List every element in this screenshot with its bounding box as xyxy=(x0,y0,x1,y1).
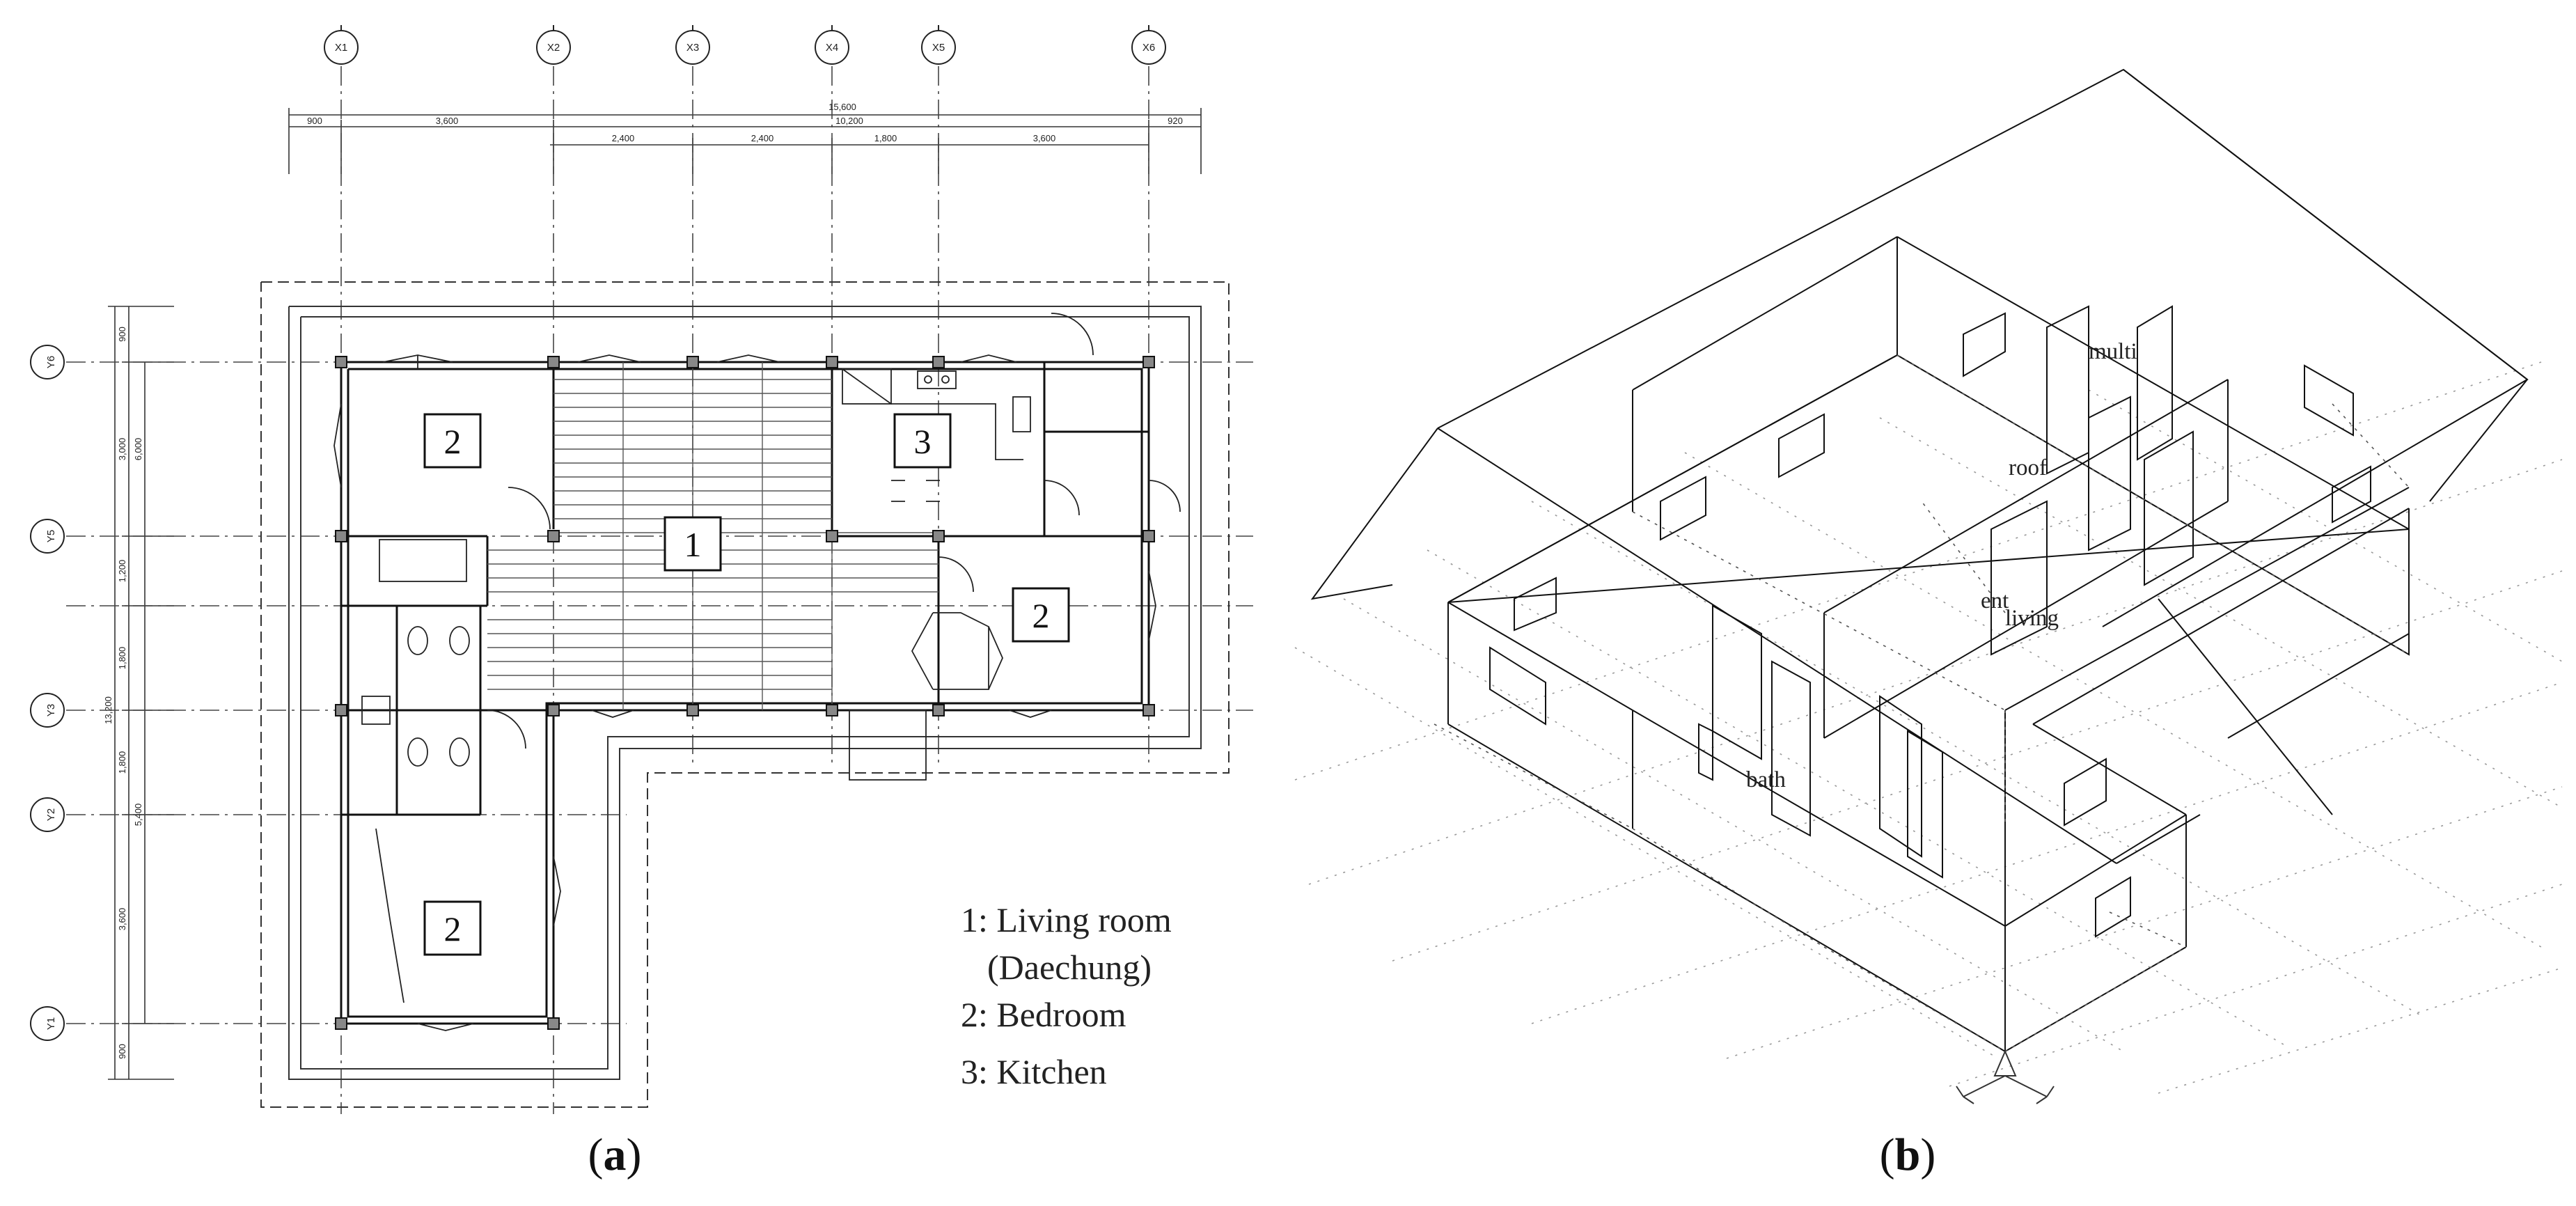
dim-top-total: 15,600 xyxy=(828,102,856,112)
room-number-bedroom-2: 2 xyxy=(1032,596,1050,635)
caption-b: (b) xyxy=(1880,1129,1936,1180)
grid-label-y2: Y2 xyxy=(45,808,57,821)
dim-top-2400b: 2,400 xyxy=(751,133,774,143)
legend-living-room: 1: Living room xyxy=(961,900,1172,939)
grid-label-y5: Y5 xyxy=(45,530,57,542)
label-living: living xyxy=(2005,606,2059,631)
dim-left-1800b: 1,800 xyxy=(117,751,127,774)
grid-label-x5: X5 xyxy=(932,42,945,54)
dim-left-900b: 900 xyxy=(117,1044,127,1059)
grid-label-x4: X4 xyxy=(826,42,838,54)
left-dimension-lines xyxy=(108,306,174,1080)
room-number-living-room: 1 xyxy=(684,525,702,564)
dim-top-920: 920 xyxy=(1168,116,1183,126)
dim-top-1800: 1,800 xyxy=(874,133,897,143)
dim-left-1200: 1,200 xyxy=(117,560,127,583)
grid-label-x3: X3 xyxy=(686,42,699,54)
ground-grid xyxy=(1294,361,2563,1094)
living-room-floorboards xyxy=(487,362,938,710)
room-number-kitchen: 3 xyxy=(914,422,932,461)
grid-label-x2: X2 xyxy=(547,42,560,54)
grid-label-x1: X1 xyxy=(335,42,347,54)
dim-top-3600b: 3,600 xyxy=(1033,133,1056,143)
grid-label-x6: X6 xyxy=(1142,42,1155,54)
caption-a: (a) xyxy=(588,1129,642,1180)
dim-left-6000: 6,000 xyxy=(133,438,143,461)
label-multi: multi xyxy=(2089,339,2137,364)
grid-axis-x-markers xyxy=(324,25,1166,65)
top-dimension-lines xyxy=(288,108,1202,174)
grid-label-y3: Y3 xyxy=(45,704,57,716)
dim-left-3600: 3,600 xyxy=(117,908,127,931)
room-number-bedroom-3: 2 xyxy=(444,909,462,948)
kitchen-fixtures xyxy=(842,368,1031,502)
room-label-boxes xyxy=(423,413,1070,956)
dim-left-3000: 3,000 xyxy=(117,438,127,461)
grid-label-y6: Y6 xyxy=(45,356,57,368)
window-and-door-marks xyxy=(333,313,1181,1031)
room-number-bedroom-1: 2 xyxy=(444,422,462,461)
building-wireframe xyxy=(1447,236,2410,1052)
model-openings xyxy=(1489,305,2371,938)
plinth-outline xyxy=(288,306,1202,1080)
legend-bedroom: 2: Bedroom xyxy=(961,995,1126,1034)
legend-daechung: (Daechung) xyxy=(987,948,1152,987)
label-ent: ent xyxy=(1981,588,2009,613)
isometric-model-panel: multi roof ent living bath (b) xyxy=(1294,68,2563,1180)
dim-left-1800a: 1,800 xyxy=(117,647,127,670)
dim-top-900: 900 xyxy=(307,116,322,126)
grid-label-y1: Y1 xyxy=(45,1017,57,1030)
model-hidden-edges xyxy=(1434,354,2410,1052)
label-bath: bath xyxy=(1746,767,1786,792)
grid-axis-y-markers xyxy=(30,345,65,1041)
axis-gizmo-icon xyxy=(1956,1049,2055,1104)
label-roof: roof xyxy=(2009,455,2047,480)
structural-posts xyxy=(335,356,1155,1030)
bathroom-fixtures xyxy=(361,539,470,767)
dim-top-2400a: 2,400 xyxy=(612,133,635,143)
roof-wireframe xyxy=(1310,68,2529,864)
roof-eave-outline xyxy=(260,281,1230,1108)
floor-plan-panel: X1 X2 X3 X4 X5 X6 Y6 Y5 Y3 Y2 Y1 xyxy=(30,25,1253,1180)
dim-top-3600a: 3,600 xyxy=(436,116,459,126)
legend-kitchen: 3: Kitchen xyxy=(961,1052,1107,1091)
dim-left-900a: 900 xyxy=(117,327,127,342)
interior-walls xyxy=(341,362,1149,816)
dim-top-inner: 10,200 xyxy=(835,116,863,126)
